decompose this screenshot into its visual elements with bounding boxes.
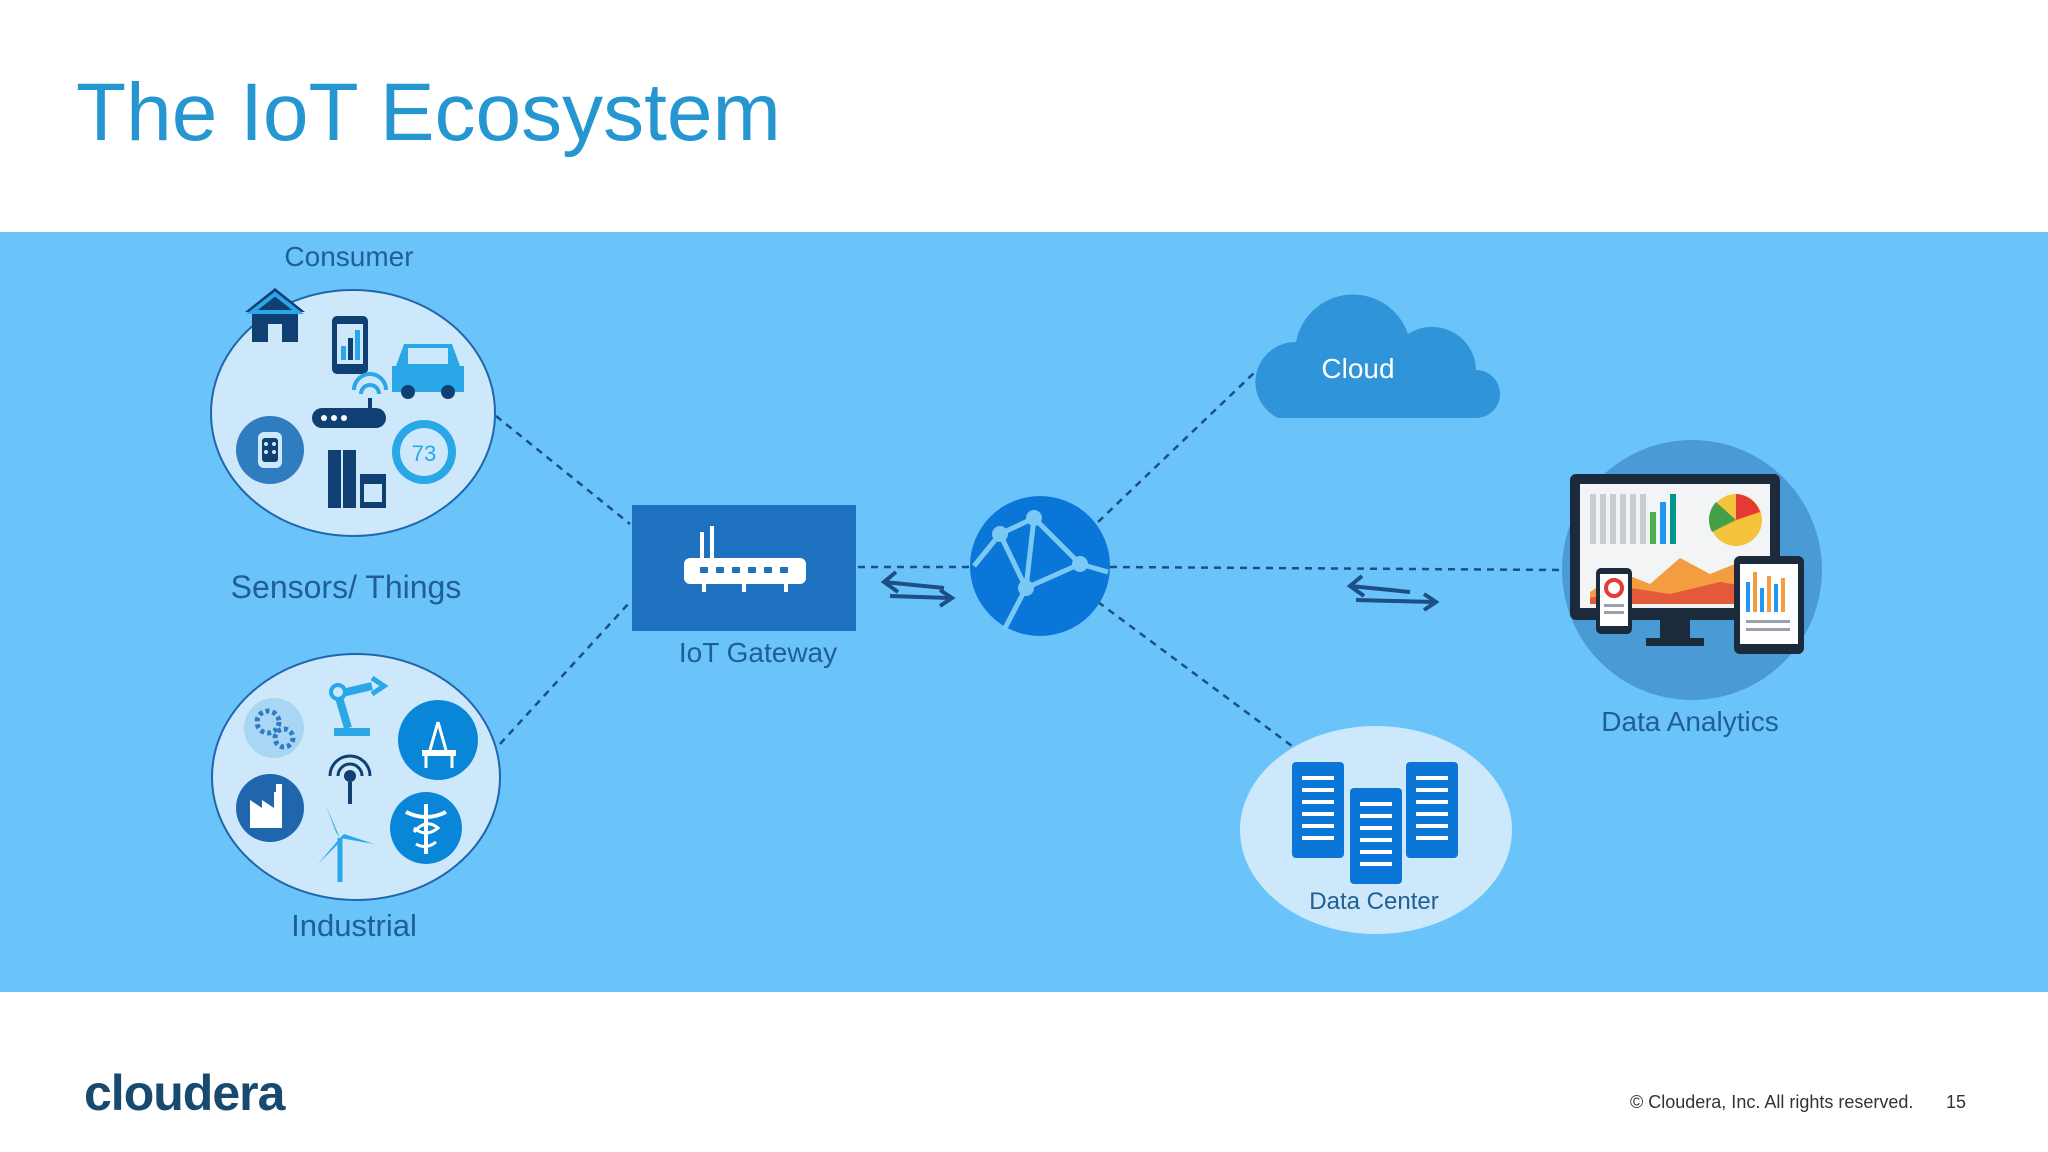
ecosystem-diagram: 73 <box>210 288 1822 934</box>
consumer-connector <box>495 415 631 525</box>
connector-lines <box>495 371 1566 754</box>
consumer-label: Consumer <box>284 241 414 272</box>
cloudera-logo: cloudera <box>84 1065 285 1121</box>
iot-gateway-label: IoT Gateway <box>678 637 838 668</box>
slide-title: The IoT Ecosystem <box>76 67 781 158</box>
appliances-icon <box>328 450 386 508</box>
cloud-label: Cloud <box>1321 353 1395 384</box>
factory-icon <box>236 774 304 842</box>
data-center-label: Data Center <box>1309 888 1439 915</box>
oil-rig-icon <box>398 700 478 780</box>
robotic-arm-icon <box>329 675 389 736</box>
page-number: 15 <box>1946 1092 1967 1112</box>
industrial-label: Industrial <box>291 908 417 943</box>
analytics-tablet-icon <box>1734 556 1804 654</box>
antenna-icon <box>328 754 372 804</box>
industrial-bubble <box>211 653 501 901</box>
industrial-connector <box>499 601 631 745</box>
cloud-node-icon <box>1255 294 1500 418</box>
analytics-exchange-arrows-icon <box>1346 574 1440 612</box>
servers-icon <box>1292 762 1458 884</box>
cloud-connector <box>1097 371 1256 523</box>
car-icon <box>392 344 464 399</box>
wind-turbine-icon <box>318 806 374 882</box>
sensors-things-label: Sensors/ Things <box>230 569 462 605</box>
gears-icon <box>244 698 304 758</box>
gateway-exchange-arrows-icon <box>880 570 956 608</box>
diagram-band: 73 <box>0 232 2048 992</box>
analytics-connector <box>1109 565 1566 572</box>
data-analytics-label: Data Analytics <box>1601 706 1779 737</box>
house-icon <box>245 288 305 342</box>
thermostat-icon: 73 <box>392 420 456 484</box>
smartphone-icon <box>332 316 368 374</box>
wifi-router-icon <box>312 372 388 428</box>
smartwatch-icon <box>236 416 304 484</box>
data-center-node <box>1240 726 1512 934</box>
consumer-bubble: 73 <box>210 288 496 537</box>
iot-gateway-node <box>632 505 856 631</box>
medical-caduceus-icon <box>390 792 462 864</box>
internet-globe-icon <box>970 496 1110 636</box>
analytics-phone-icon <box>1596 568 1632 634</box>
thermostat-reading: 73 <box>412 441 436 466</box>
data-analytics-node <box>1562 440 1822 700</box>
datacenter-connector <box>1097 600 1301 754</box>
gateway-router-icon <box>684 526 806 592</box>
copyright-notice: © Cloudera, Inc. All rights reserved. <box>1630 1092 1914 1112</box>
